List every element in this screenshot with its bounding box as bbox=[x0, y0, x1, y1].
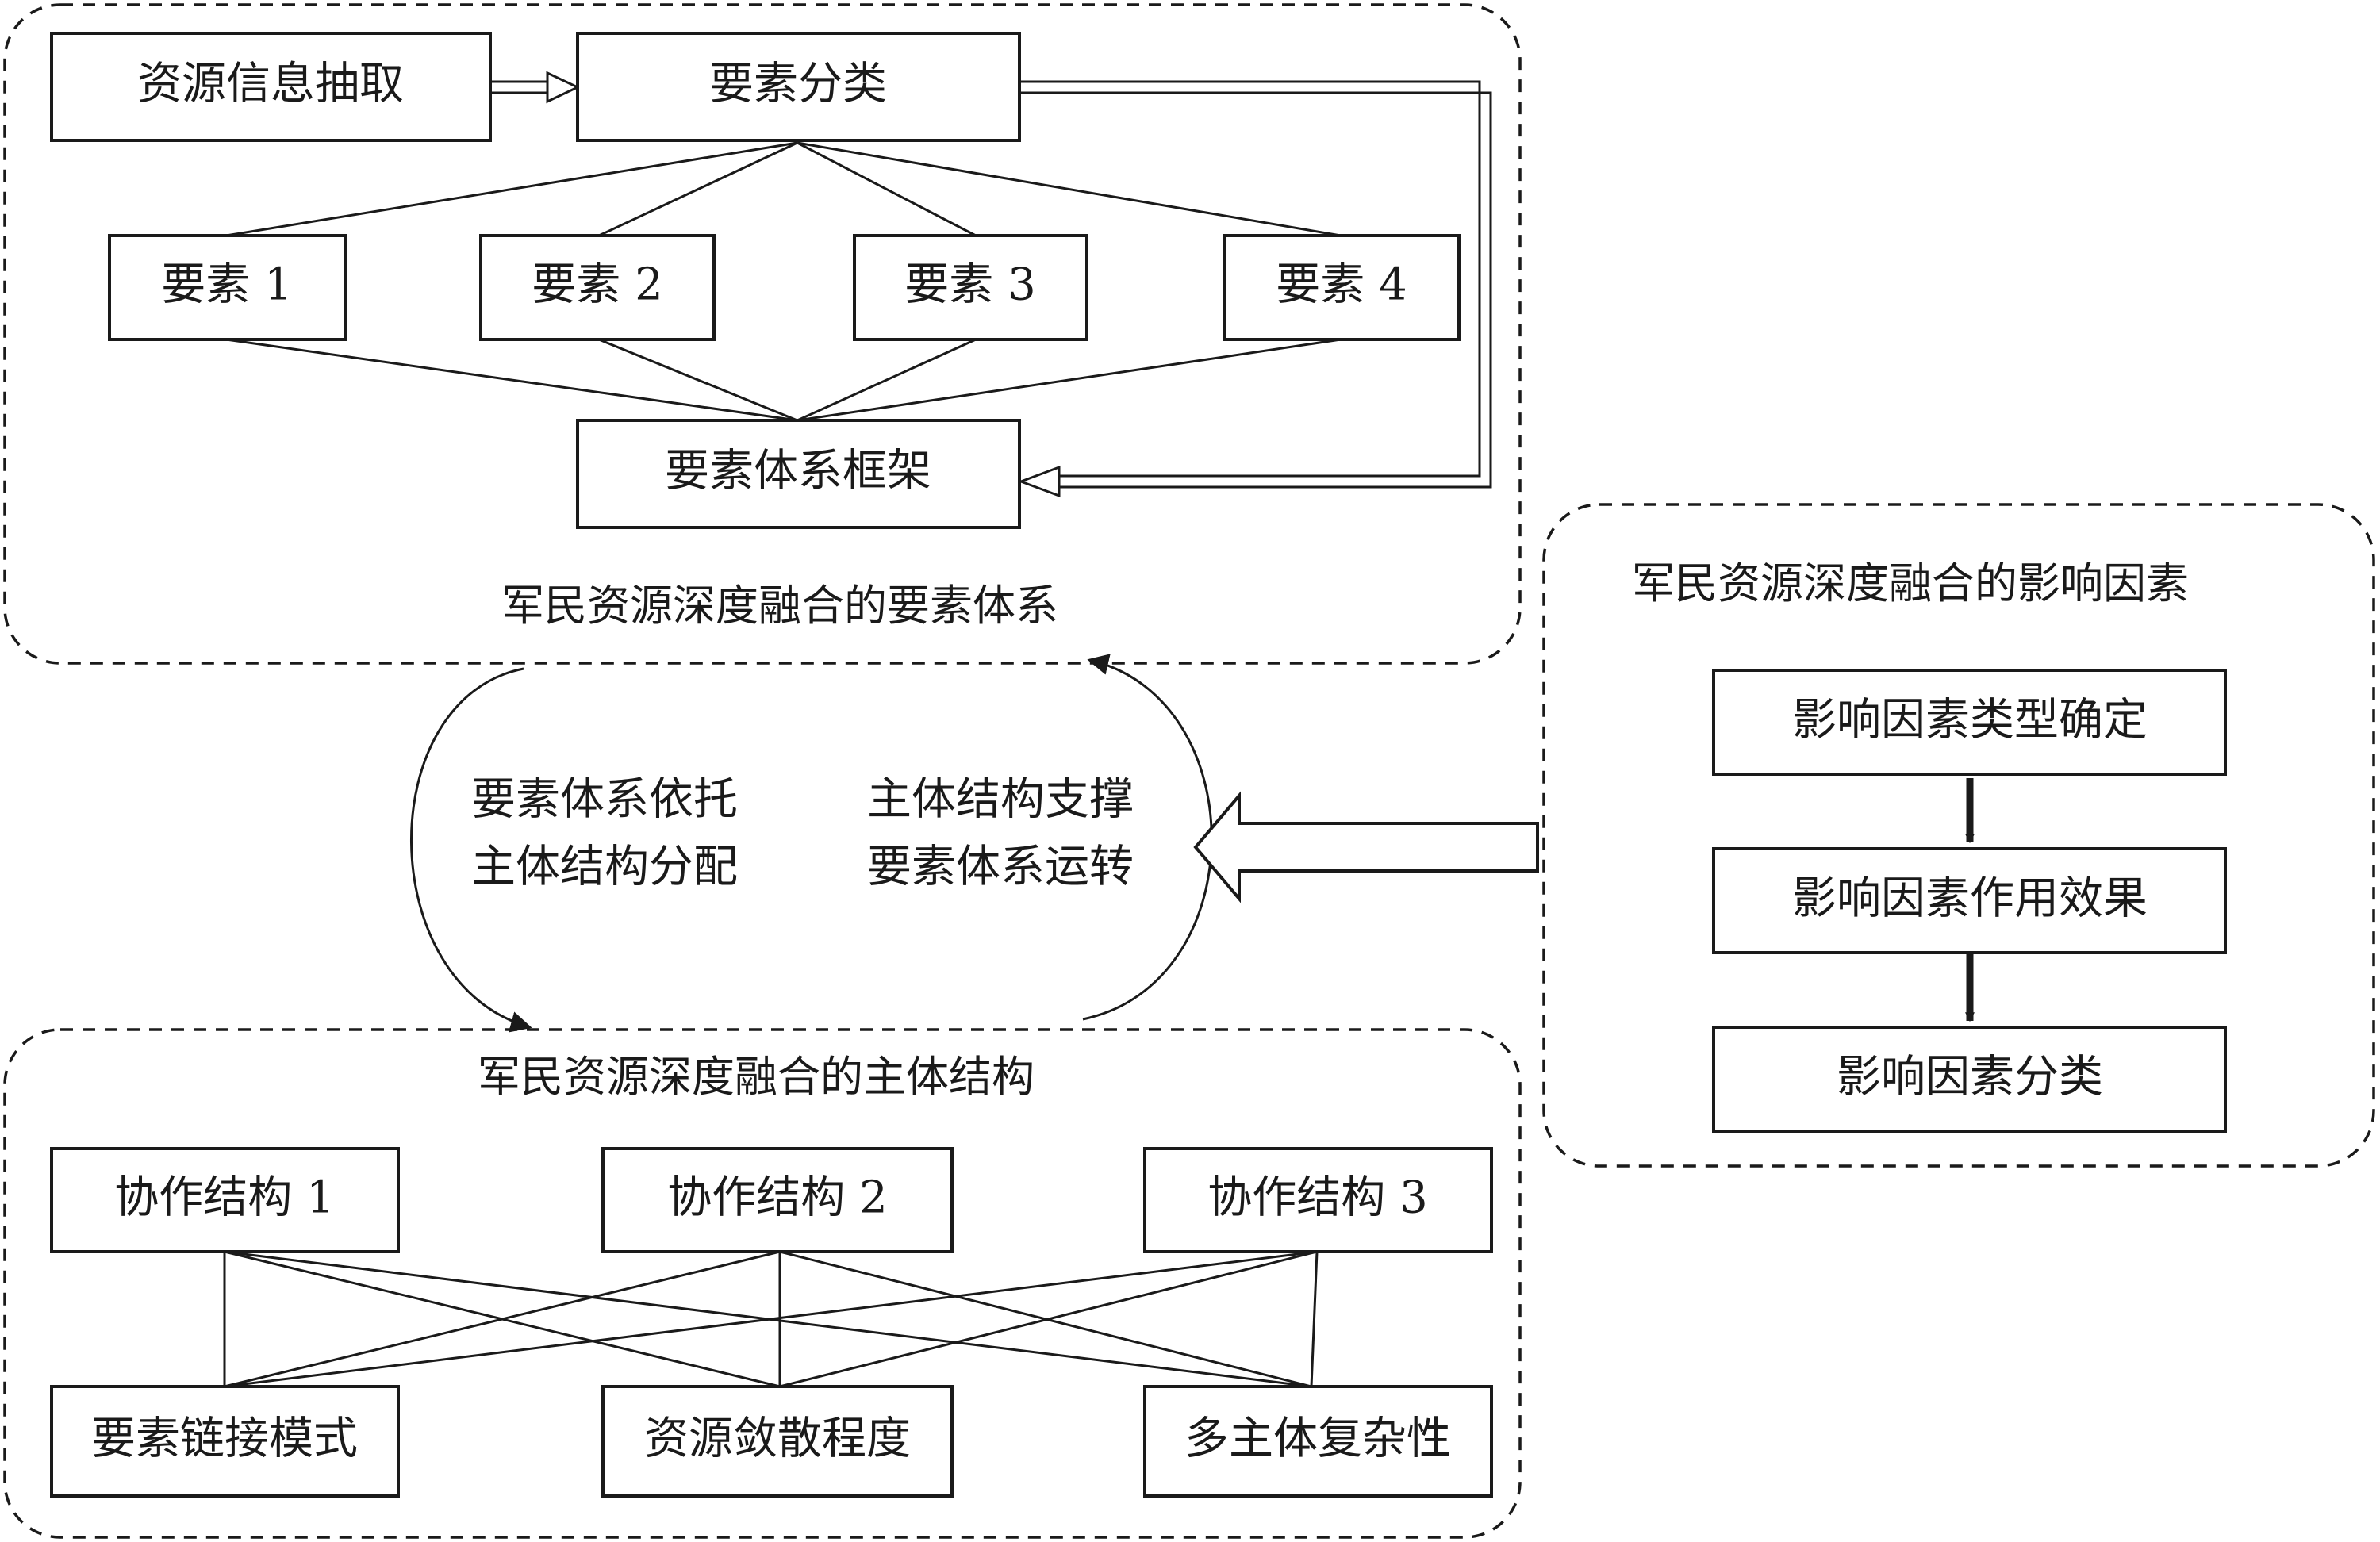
cooperation-box-2: 协作结构 2 bbox=[601, 1147, 954, 1253]
cycle-group: 要素体系依托 主体结构支撑 主体结构分配 要素体系运转 bbox=[410, 654, 1539, 1033]
cycle-text-rely: 要素体系依托 bbox=[471, 774, 738, 826]
feature-label-1: 要素链接模式 bbox=[91, 1414, 358, 1465]
cycle-text-operate: 要素体系运转 bbox=[867, 842, 1134, 893]
factor-step-label-3: 影响因素分类 bbox=[1837, 1052, 2103, 1103]
element-system-title: 军民资源深度融合的要素体系 bbox=[501, 581, 1058, 631]
element-label-2: 要素 2 bbox=[532, 259, 662, 311]
info-extraction-box: 资源信息抽取 bbox=[50, 32, 492, 142]
factor-step-label-1: 影响因素类型确定 bbox=[1792, 695, 2148, 746]
element-label-1: 要素 1 bbox=[161, 259, 292, 311]
classification-label: 要素分类 bbox=[709, 59, 887, 110]
factor-step-3: 影响因素分类 bbox=[1712, 1026, 2227, 1133]
element-system-border bbox=[3, 3, 1522, 665]
cooperation-label-3: 协作结构 3 bbox=[1207, 1172, 1427, 1224]
element-system-panel: 资源信息抽取 要素分类 要素 1 要素 2 要素 3 要素 4 要素体系框架 军… bbox=[3, 3, 1522, 665]
feature-box-2: 资源敛散程度 bbox=[601, 1385, 954, 1498]
structure-title: 军民资源深度融合的主体结构 bbox=[478, 1052, 1035, 1102]
classification-to-framework-arrow bbox=[1017, 80, 1492, 498]
element-box-1: 要素 1 bbox=[108, 234, 347, 341]
extraction-to-classification-arrow bbox=[490, 71, 581, 104]
framework-connectors bbox=[225, 338, 1342, 422]
element-label-4: 要素 4 bbox=[1276, 259, 1407, 311]
structure-border bbox=[3, 1028, 1522, 1539]
framework-box: 要素体系框架 bbox=[576, 419, 1021, 529]
framework-label: 要素体系框架 bbox=[665, 446, 931, 497]
factors-title: 军民资源深度融合的影响因素 bbox=[1632, 558, 2189, 608]
factors-panel: 军民资源深度融合的影响因素 影响因素类型确定 影响因素作用效果 影响因素分类 bbox=[1542, 503, 2375, 1168]
feature-box-1: 要素链接模式 bbox=[50, 1385, 400, 1498]
factor-step-label-2: 影响因素作用效果 bbox=[1792, 873, 2148, 925]
structure-connectors bbox=[223, 1250, 1319, 1388]
factor-step-2: 影响因素作用效果 bbox=[1712, 847, 2227, 954]
cooperation-box-3: 协作结构 3 bbox=[1143, 1147, 1493, 1253]
cycle-text-support: 主体结构支撑 bbox=[867, 774, 1134, 826]
classification-box: 要素分类 bbox=[576, 32, 1021, 142]
element-box-4: 要素 4 bbox=[1223, 234, 1461, 341]
factor-step-1: 影响因素类型确定 bbox=[1712, 669, 2227, 776]
structure-panel: 军民资源深度融合的主体结构 协作结构 1 协作结构 2 协作结构 3 bbox=[3, 1028, 1522, 1539]
info-extraction-label: 资源信息抽取 bbox=[137, 59, 404, 110]
cooperation-box-1: 协作结构 1 bbox=[50, 1147, 400, 1253]
cycle-text-distribute: 主体结构分配 bbox=[471, 842, 738, 893]
feature-label-2: 资源敛散程度 bbox=[644, 1414, 911, 1465]
feature-box-3: 多主体复杂性 bbox=[1143, 1385, 1493, 1498]
factors-border bbox=[1542, 503, 2375, 1168]
cooperation-label-1: 协作结构 1 bbox=[114, 1172, 334, 1224]
classification-connectors bbox=[225, 141, 1342, 237]
cycle-arc-right bbox=[1082, 654, 1213, 1021]
cooperation-label-2: 协作结构 2 bbox=[667, 1172, 887, 1224]
element-box-2: 要素 2 bbox=[479, 234, 716, 341]
cycle-arc-left bbox=[410, 667, 532, 1033]
element-box-3: 要素 3 bbox=[853, 234, 1088, 341]
feature-label-3: 多主体复杂性 bbox=[1184, 1414, 1451, 1465]
factors-to-cycle-arrow bbox=[1193, 791, 1539, 903]
element-label-3: 要素 3 bbox=[904, 259, 1035, 311]
